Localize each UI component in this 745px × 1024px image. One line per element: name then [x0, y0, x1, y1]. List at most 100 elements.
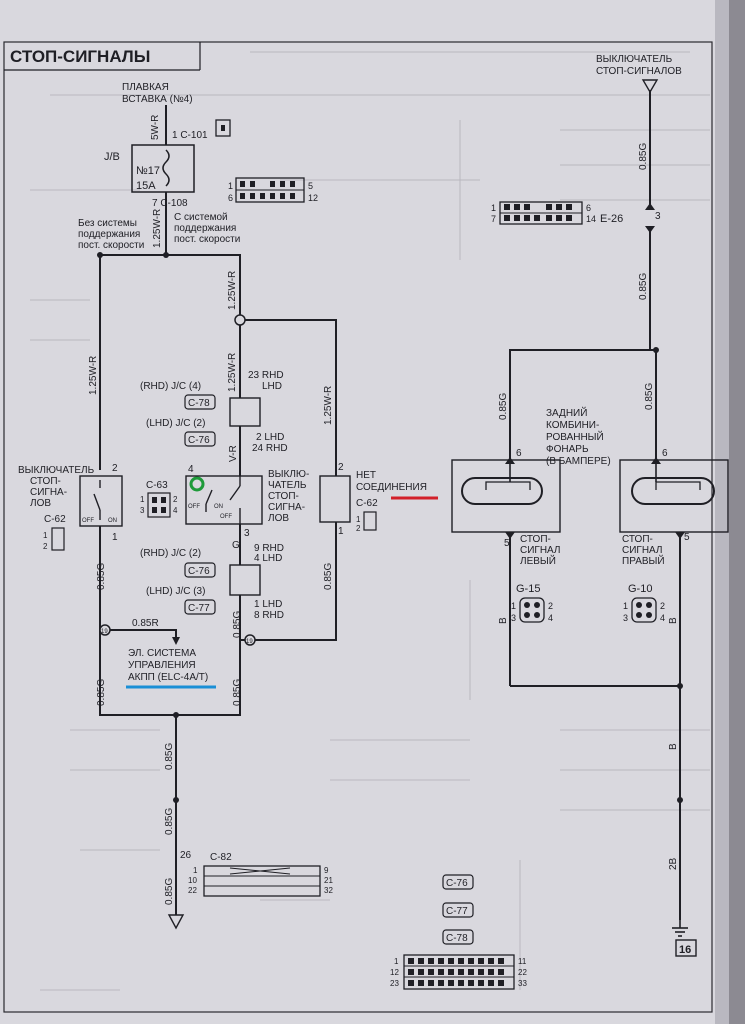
connector-c101: 1 C-101 [172, 130, 208, 141]
wire-label-vr: V-R [228, 445, 239, 462]
c62-left-icon [51, 527, 65, 551]
c62-left-pin1: 1 [43, 531, 48, 540]
switch-left-label-3: СИГНА- [30, 487, 67, 498]
pin-12: 12 [308, 193, 318, 203]
page-title: СТОП-СИГНАЛЫ [10, 47, 150, 66]
c63-pin-2: 2 [173, 495, 178, 504]
stop-right-label-1: СТОП- [622, 534, 653, 545]
lamp-right-arrow-2 [675, 532, 685, 539]
pin-5: 5 [308, 181, 313, 191]
pin-3: 3 [655, 211, 661, 222]
fuse-icon [162, 149, 170, 187]
pin-6: 6 [228, 193, 233, 203]
connector-c63: C-63 [146, 480, 168, 491]
jc-upper-box [229, 397, 261, 427]
c63-pins [152, 497, 166, 513]
wire-label-085r: 0.85R [132, 618, 159, 629]
connector-e26: E-26 [600, 213, 623, 225]
lamp-label-2: КОМБИНИ- [546, 420, 599, 431]
switch-left-pin-2: 2 [112, 463, 118, 474]
switch-mid-label-5: ЛОВ [268, 513, 289, 524]
switch-mid-label-4: СИГНА- [268, 502, 305, 513]
no-cruise-label-3: пост. скорости [78, 240, 144, 251]
outer-frame [3, 41, 713, 1013]
c76c-label: C-76 [446, 878, 468, 889]
c63-icon [147, 492, 171, 518]
switch-mid-off-1: OFF [188, 504, 200, 510]
pin-9-rhd: 9 RHD [254, 543, 284, 554]
c76b-label: C-76 [188, 566, 210, 577]
wire-label-085g-r4: 0.85G [644, 383, 655, 410]
wire-label-b-2: B [668, 617, 679, 624]
jc-lhd-3-label: (LHD) J/C (3) [146, 586, 205, 597]
jc-lower-box [229, 564, 261, 596]
connector-c62-left: C-62 [44, 514, 66, 525]
g15-pin-1: 1 [511, 601, 516, 611]
elc-label-3: АКПП (ELC-4A/T) [128, 672, 208, 683]
fuse-number: №17 [136, 165, 160, 177]
stop-left-label-2: СИГНАЛ [520, 545, 561, 556]
lamp-right-arrow [651, 457, 661, 464]
jc-rhd-4-label: (RHD) J/C (4) [140, 381, 201, 392]
c62-left-pin2: 2 [43, 542, 48, 551]
pin-4-lhd: 4 LHD [254, 553, 282, 564]
wire-label-b-1: B [498, 617, 509, 624]
lamp-label-3: РОВАННЫЙ [546, 430, 604, 443]
wire-label-125wr-mid: 1.25W-R [227, 353, 238, 392]
c78-badge [184, 394, 216, 410]
e26-arrow-out [645, 226, 655, 233]
e26-arrow-in [645, 203, 655, 210]
switch-mid-label-1: ВЫКЛЮ- [268, 469, 309, 480]
stop-left-label-3: ЛЕВЫЙ [520, 554, 556, 567]
c101-pin [221, 125, 225, 131]
connector-g15: G-15 [516, 583, 540, 595]
jc-pin-1: 1 [394, 957, 399, 966]
no-connection-box [319, 475, 351, 523]
stop-right-label-2: СИГНАЛ [622, 545, 663, 556]
no-connection-pin-2: 2 [338, 462, 344, 473]
no-connection-pin-1: 1 [338, 526, 344, 537]
elc-label-1: ЭЛ. СИСТЕМА [128, 648, 196, 659]
c76-badge [184, 431, 216, 447]
c82-pin-9: 9 [324, 866, 329, 875]
wire-label-085g-r2: 0.85G [638, 273, 649, 300]
jb-label: J/B [104, 151, 120, 163]
c77b-label: C-77 [446, 906, 468, 917]
no-connection-label-2: СОЕДИНЕНИЯ [356, 482, 427, 493]
g15-pin-2: 2 [548, 601, 553, 611]
wire-label-085g-a: 0.85G [96, 563, 107, 590]
lamp-label-4: ФОНАРЬ [546, 444, 589, 455]
switch-mid-contacts [205, 476, 241, 524]
g10-pin-1: 1 [623, 601, 628, 611]
wire-label-125wr-left: 1.25W-R [88, 356, 99, 395]
c82-pin-32: 32 [324, 886, 333, 895]
switch-mid-label-2: ЧАТЕЛЬ [268, 480, 307, 491]
with-cruise-label-3: пост. скорости [174, 234, 240, 245]
ground-16-box [675, 939, 697, 957]
wire-label-g: G [232, 540, 240, 551]
elc-label-2: УПРАВЛЕНИЯ [128, 660, 196, 671]
g15-icon [519, 597, 545, 623]
stop-switch-top-label-1: ВЫКЛЮЧАТЕЛЬ [596, 54, 673, 65]
wire-label-085g-b: 0.85G [232, 611, 243, 638]
no-connection-label-1: НЕТ [356, 470, 376, 481]
connector-icon-12pin [235, 177, 305, 203]
wire-label-125wr-vert: 1.25W-R [227, 271, 238, 310]
jc-pin-11: 11 [518, 957, 527, 966]
wire-label-125wr-right: 1.25W-R [323, 386, 334, 425]
lamp-right-box [619, 459, 729, 533]
lamp-left-arrow-2 [505, 532, 515, 539]
pin-26: 26 [180, 850, 192, 861]
fusible-link-label-2: ВСТАВКА (№4) [122, 94, 193, 105]
e26-pin-1: 1 [491, 203, 496, 213]
c62-right-icon [363, 511, 377, 531]
c62-right-pin-2: 2 [356, 524, 361, 533]
c62-right-pin: 1 [356, 515, 361, 524]
lamp-right-bulb [631, 477, 715, 505]
wire-label-085g-top: 0.85G [638, 143, 649, 170]
lamp-right-pin-6: 6 [662, 448, 668, 459]
pin-1: 1 [228, 181, 233, 191]
stop-left-label-1: СТОП- [520, 534, 551, 545]
wire-label-085g-r3: 0.85G [498, 393, 509, 420]
